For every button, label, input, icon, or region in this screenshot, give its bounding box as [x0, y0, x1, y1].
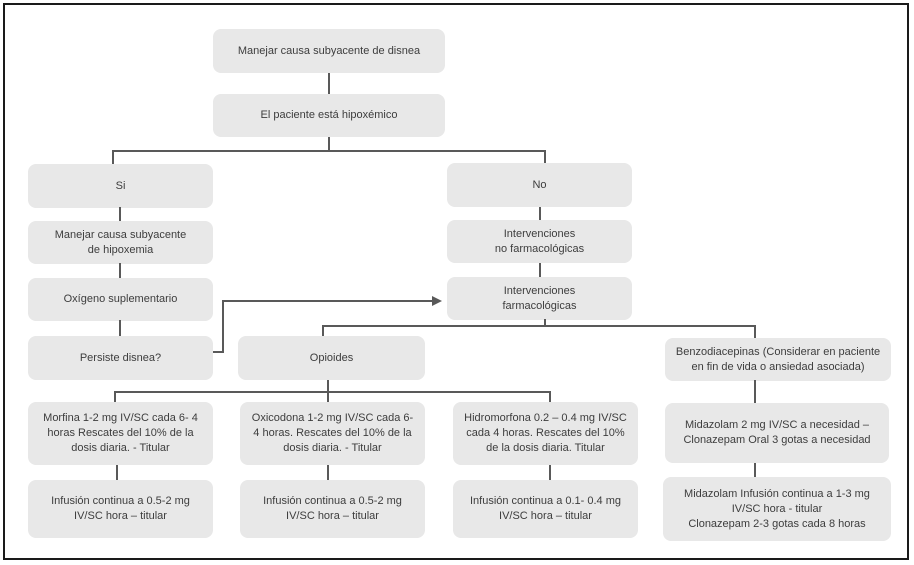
connector-intervfarma-stub	[544, 319, 546, 326]
connector-disnea-hipoxemico	[328, 73, 330, 94]
node-paciente-hipoxemico: El paciente está hipoxémico	[213, 94, 445, 137]
connector-drop-benzo	[754, 325, 756, 338]
connector-branch2-horizontal	[322, 325, 756, 327]
connector-si-hipoxemia	[119, 207, 121, 221]
connector-intervnofarma-intervfarma	[539, 263, 541, 277]
node-persiste-disnea: Persiste disnea?	[28, 336, 213, 380]
node-morfina: Morfina 1-2 mg IV/SC cada 6- 4 horas Res…	[28, 402, 213, 465]
node-hidromorfona: Hidromorfona 0.2 – 0.4 mg IV/SC cada 4 h…	[453, 402, 638, 465]
node-oxigeno-suplementario: Oxígeno suplementario	[28, 278, 213, 321]
connector-hipoxemico-stub	[328, 137, 330, 152]
node-midazolam-infusion: Midazolam Infusión continua a 1-3 mg IV/…	[663, 477, 891, 541]
connector-drop-no	[544, 150, 546, 163]
node-infusion-morfina: Infusión continua a 0.5-2 mg IV/SC hora …	[28, 480, 213, 538]
node-manejar-causa-disnea: Manejar causa subyacente de disnea	[213, 29, 445, 73]
node-si: Si	[28, 164, 213, 208]
connector-hidromorfona-infusion	[549, 465, 551, 480]
connector-branch1-horizontal	[112, 150, 546, 152]
connector-drop-opioides	[322, 325, 324, 336]
arrowhead-icon	[432, 296, 442, 306]
node-intervenciones-farmacologicas: Intervenciones farmacológicas	[447, 277, 632, 320]
outer-frame	[3, 3, 909, 560]
connector-oxigeno-persiste	[119, 320, 121, 336]
connector-drop-si	[112, 150, 114, 164]
connector-no-intervnofarma	[539, 207, 541, 220]
node-infusion-hidromorfona: Infusión continua a 0.1- 0.4 mg IV/SC ho…	[453, 480, 638, 538]
connector-drop-hidromorfona	[549, 391, 551, 402]
connector-oxicodona-infusion	[327, 465, 329, 480]
arrow-persiste-stub	[213, 351, 224, 353]
node-no: No	[447, 163, 632, 207]
connector-branch3-horizontal	[114, 391, 551, 393]
node-intervenciones-no-farmacologicas: Intervenciones no farmacológicas	[447, 220, 632, 263]
node-oxicodona: Oxicodona 1-2 mg IV/SC cada 6- 4 horas. …	[240, 402, 425, 465]
connector-midazolam-infusion	[754, 463, 756, 477]
arrow-persiste-vertical	[222, 300, 224, 353]
connector-hipoxemia-oxigeno	[119, 263, 121, 278]
connector-morfina-infusion	[116, 465, 118, 480]
connector-benzo-midazolam	[754, 380, 756, 403]
node-benzodiacepinas: Benzodiacepinas (Considerar en paciente …	[665, 338, 891, 381]
connector-drop-morfina	[114, 391, 116, 402]
node-opioides: Opioides	[238, 336, 425, 380]
arrow-persiste-horizontal	[222, 300, 432, 302]
node-infusion-oxicodona: Infusión continua a 0.5-2 mg IV/SC hora …	[240, 480, 425, 538]
node-manejar-causa-hipoxemia: Manejar causa subyacente de hipoxemia	[28, 221, 213, 264]
node-midazolam-necesidad: Midazolam 2 mg IV/SC a necesidad – Clona…	[665, 403, 889, 463]
